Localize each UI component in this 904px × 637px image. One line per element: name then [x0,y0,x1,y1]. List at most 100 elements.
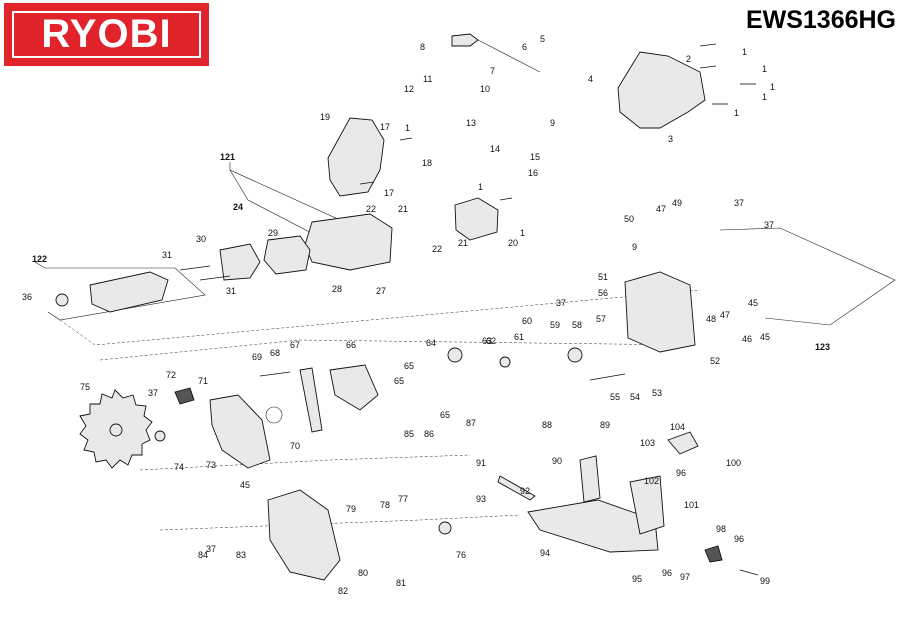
gear [567,347,583,363]
callout: 16 [528,168,538,178]
field-coil [263,235,311,275]
callout: 37 [206,544,216,554]
callout: 85 [404,429,414,439]
callout: 50 [624,214,634,224]
callout: 104 [670,422,685,432]
washer-76 [438,521,452,535]
callout: 9 [632,242,637,252]
callout: 61 [514,332,524,342]
callout: 15 [530,152,540,162]
callout: 46 [742,334,752,344]
callout: 88 [542,420,552,430]
callout: 29 [268,228,278,238]
assembly-guide-line [99,339,691,361]
lower-blade-guard [267,489,341,581]
callout: 92 [520,486,530,496]
group-bracket-123 [719,227,896,326]
armature [89,271,169,313]
callout: 31 [162,250,172,260]
callout: 81 [396,578,406,588]
callout: 86 [424,429,434,439]
bearing-62 [499,356,511,368]
fan-baffle [219,243,261,281]
screw [259,371,291,377]
callout: 60 [522,316,532,326]
callout: 94 [540,548,550,558]
callout: 21 [458,238,468,248]
power-cord-line [477,39,541,73]
callout: 31 [226,286,236,296]
callout: 101 [684,500,699,510]
callout: 96 [662,568,672,578]
bevel-knob [667,431,699,455]
callout: 9 [550,118,555,128]
callout: 100 [726,458,741,468]
screw [179,265,211,271]
callout: 56 [598,288,608,298]
callout: 68 [270,348,280,358]
callout: 103 [640,438,655,448]
callout: 65 [440,410,450,420]
callout: 75 [80,382,90,392]
screw [699,43,717,47]
front-handle-housing [327,117,385,197]
callout: 5 [540,34,545,44]
screw [589,373,626,381]
callout: 65 [394,376,404,386]
blade-arbor-hole [109,423,123,437]
callout: 63 [482,336,492,346]
callout: 37 [148,388,158,398]
callout: 93 [476,494,486,504]
rear-handle-housing [617,51,706,129]
callout: 45 [760,332,770,342]
callout: 51 [598,272,608,282]
callout: 59 [550,320,560,330]
o-ring [265,406,283,424]
callout: 98 [716,524,726,534]
callout: 6 [522,42,527,52]
callout: 77 [398,494,408,504]
callout: 71 [198,376,208,386]
callout: 47 [720,310,730,320]
bevel-bracket [629,475,665,535]
outer-washer [154,430,166,442]
callout: 96 [676,468,686,478]
callout: 78 [380,500,390,510]
callout: 83 [236,550,246,560]
callout: 69 [252,352,262,362]
callout: 1 [762,92,767,102]
switch-housing [454,197,499,241]
callout: 49 [672,198,682,208]
callout: 10 [480,84,490,94]
callout: 11 [423,74,432,84]
callout: 1 [742,47,747,57]
motor-housing [304,213,393,271]
callout: 22 [366,204,376,214]
callout: 37 [764,220,774,230]
callout: 30 [196,234,206,244]
callout: 45 [240,480,250,490]
callout: 55 [610,392,620,402]
callout: 37 [556,298,566,308]
screw [199,275,231,281]
bearing-64 [447,347,463,363]
callout: 99 [760,576,770,586]
saw-base-plate [527,499,659,553]
callout: 65 [404,361,414,371]
callout: 96 [734,534,744,544]
callout: 82 [338,586,348,596]
blade-clamp-arm [329,364,379,411]
callout: 54 [630,392,640,402]
callout: 7 [490,66,495,76]
guide-bar [497,475,536,501]
screw [739,569,759,576]
callout: 22 [432,244,442,254]
callout: 70 [290,441,300,451]
group-bracket-122 [34,261,206,321]
callout: 37 [734,198,744,208]
callout: 12 [404,84,414,94]
assembly-guide-line [139,454,471,471]
power-cord [451,33,479,47]
